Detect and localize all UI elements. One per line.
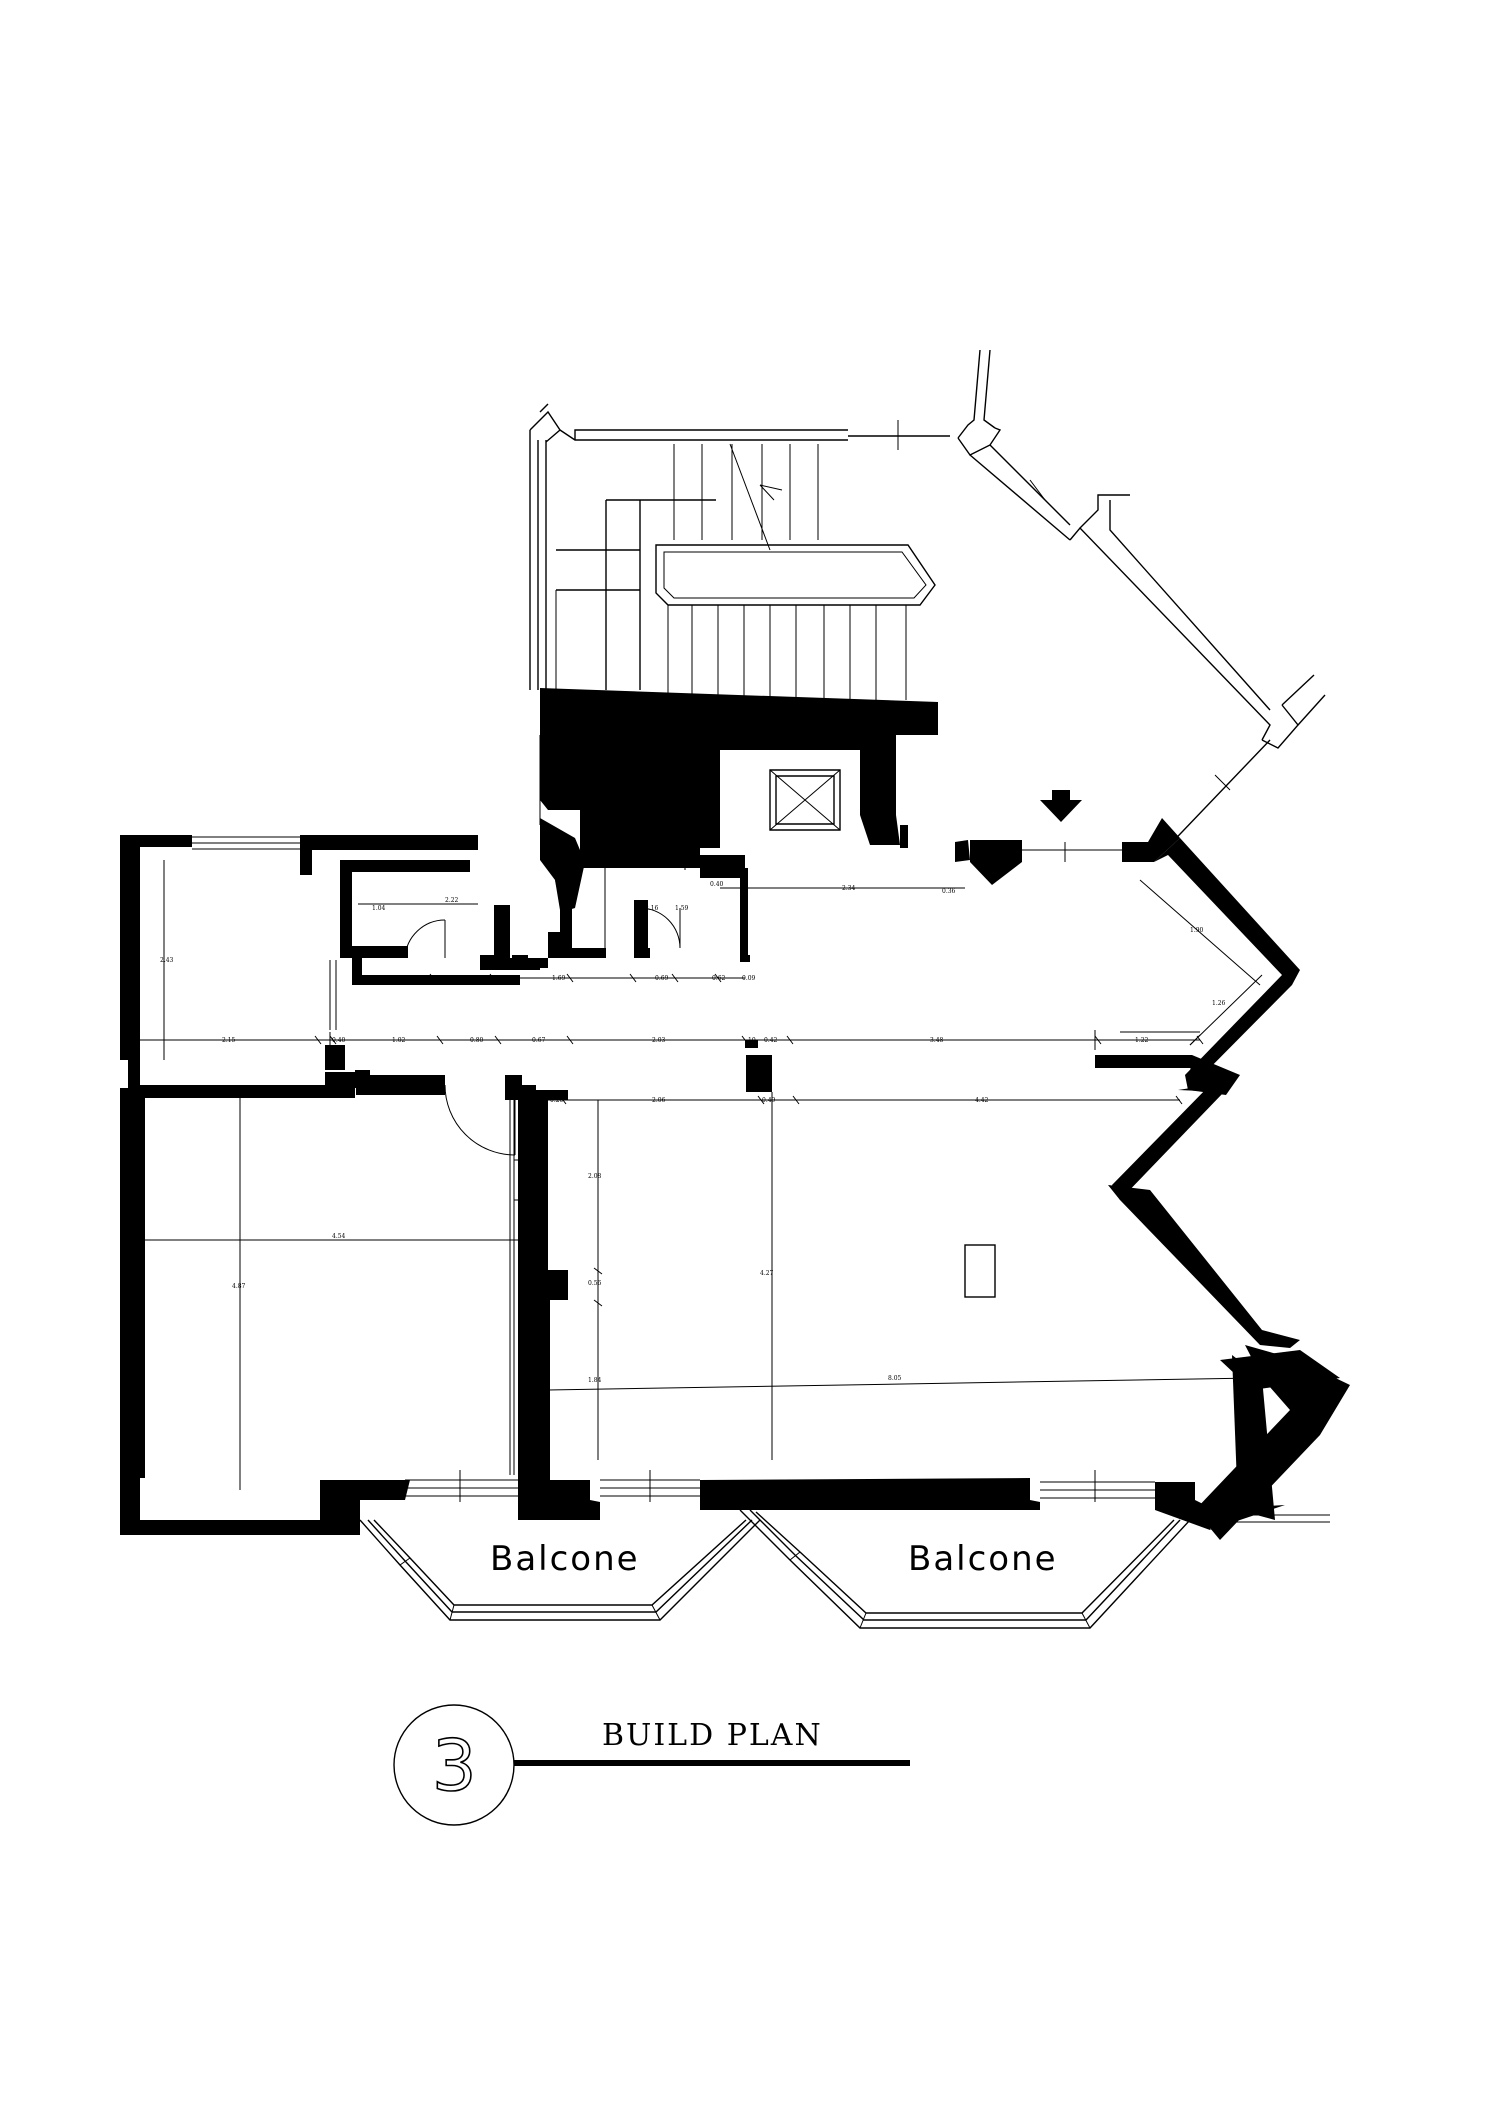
dim-label: 0.42 xyxy=(764,1037,778,1044)
dim-label: 1.84 xyxy=(588,1377,602,1384)
dim-label: 2.22 xyxy=(445,897,459,904)
dim-label: 2.03 xyxy=(652,1037,666,1044)
plan-title: BUILD PLAN xyxy=(602,1718,823,1753)
dim-label: 1.59 xyxy=(675,905,689,912)
door-swings xyxy=(404,907,681,1156)
dim-label: 0.60 xyxy=(450,975,464,982)
dim-label: 0.20 xyxy=(550,1097,564,1104)
lower-stair-flight xyxy=(667,605,907,700)
dim-label: 0.09 xyxy=(742,975,756,982)
entrance-arrow-icon xyxy=(1040,800,1082,822)
balconies: Balcone Balcone xyxy=(359,1509,1191,1629)
dim-label: 10 xyxy=(748,1037,756,1044)
dim-label: 0.80 xyxy=(470,1037,484,1044)
dim-label: 2.43 xyxy=(160,957,174,964)
dim-label: 4.87 xyxy=(232,1283,246,1290)
dim-label: 0.40 xyxy=(710,881,724,888)
dim-label: 0.67 xyxy=(532,1037,546,1044)
walls xyxy=(120,688,1350,1540)
dim-label: 1.69 xyxy=(552,975,566,982)
dim-label: 0.69 xyxy=(655,975,669,982)
dim-label: 0.49 xyxy=(762,1097,776,1104)
dim-label: 8.05 xyxy=(888,1375,902,1382)
dim-label: 4.54 xyxy=(332,1233,346,1240)
dim-label: 1.02 xyxy=(392,1037,406,1044)
title-number: 3 xyxy=(432,1725,477,1807)
dimension-lines xyxy=(140,730,1263,1490)
dimension-labels: 1.64 1.64 2.64 1.04 2.22 2.16 1.59 0.40 … xyxy=(160,773,1226,1384)
dim-label: 2.16 xyxy=(645,905,659,912)
dim-label: 0.56 xyxy=(588,1280,602,1287)
upper-stair-flight xyxy=(673,443,819,551)
dim-label: 1.90 xyxy=(1190,927,1204,934)
dim-label: 2.06 xyxy=(652,1097,666,1104)
adjacent-building-outline xyxy=(957,349,1326,856)
dim-label: 4.42 xyxy=(975,1097,989,1104)
dim-label: 1.26 xyxy=(1212,1000,1226,1007)
title-underline xyxy=(514,1760,910,1766)
dim-label: 1.04 xyxy=(372,905,386,912)
stairwell xyxy=(529,403,950,700)
balcony-label-right: Balcone xyxy=(908,1539,1058,1579)
dim-label: 2.15 xyxy=(222,1037,236,1044)
title-block: 3 BUILD PLAN xyxy=(393,1704,910,1826)
dim-label: 2.64 xyxy=(608,840,622,847)
fixture-rectangle xyxy=(964,1244,996,1298)
dim-label: 1.22 xyxy=(1135,1037,1149,1044)
dim-label: 0.36 xyxy=(942,888,956,895)
dim-label: 0.40 xyxy=(332,1037,346,1044)
dim-label: 4.27 xyxy=(760,1270,774,1277)
elevator-shaft xyxy=(769,769,841,831)
dim-label: 1.64 xyxy=(680,795,694,802)
dim-label: 1.64 xyxy=(620,773,634,780)
balcony-label-left: Balcone xyxy=(490,1539,640,1579)
dim-label: 0.84 xyxy=(383,975,397,982)
dim-label: 0.62 xyxy=(712,975,726,982)
dim-label: 2.34 xyxy=(842,885,856,892)
dim-label: 2.08 xyxy=(588,1173,602,1180)
window-and-opening-lines xyxy=(192,735,1330,1531)
dim-label: 3.48 xyxy=(930,1037,944,1044)
